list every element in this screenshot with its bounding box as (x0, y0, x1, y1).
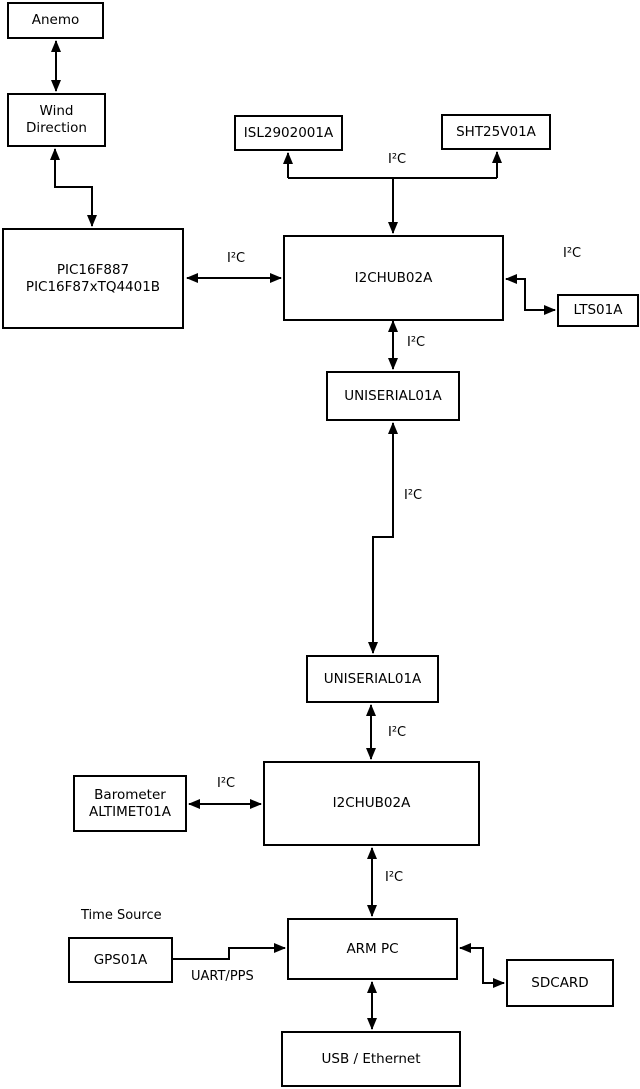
node-wind-direction-line2: Direction (26, 120, 87, 136)
label-i2c-pic-hub: I²C (227, 251, 246, 266)
edge-uniserial-top-uniserial-bottom (368, 422, 398, 654)
node-hub-top-label: I2CHUB02A (354, 269, 433, 286)
node-gps: GPS01A (68, 937, 173, 983)
node-pic-line2: PIC16F87xTQ4401B (25, 278, 161, 295)
label-i2c-barometer: I²C (217, 776, 236, 791)
node-sht-label: SHT25V01A (456, 123, 536, 140)
label-time-source: Time Source (81, 908, 162, 923)
node-barometer-line1: Barometer (94, 786, 166, 803)
label-i2c-uniserial-hub: I²C (388, 725, 407, 740)
node-wind-direction: Wind Direction (7, 93, 106, 147)
node-sdcard: SDCARD (506, 959, 614, 1007)
node-uniserial-bottom-label: UNISERIAL01A (323, 670, 422, 687)
label-i2c-lts: I²C (563, 246, 582, 261)
label-i2c-hub-uniserial: I²C (407, 335, 426, 350)
label-uart-pps: UART/PPS (191, 969, 254, 984)
node-hub-bottom-label: I2CHUB02A (332, 795, 411, 811)
edge-armpc-sdcard (459, 943, 505, 988)
node-anemo: Anemo (7, 2, 104, 39)
label-i2c-hub-armpc: I²C (385, 870, 404, 885)
node-uniserial-top: UNISERIAL01A (326, 371, 460, 421)
node-barometer: Barometer ALTIMET01A (73, 775, 187, 832)
node-arm-pc-label: ARM PC (346, 940, 399, 957)
node-anemo-label: Anemo (31, 12, 80, 28)
node-pic: PIC16F887 PIC16F87xTQ4401B (2, 228, 184, 329)
node-lts-label: LTS01A (573, 302, 623, 318)
label-i2c-uniserial-link: I²C (404, 488, 423, 503)
node-isl-label: ISL2902001A (243, 124, 334, 141)
node-hub-top: I2CHUB02A (283, 235, 504, 321)
node-uniserial-bottom: UNISERIAL01A (306, 655, 439, 703)
node-uniserial-top-label: UNISERIAL01A (344, 387, 442, 404)
node-sdcard-label: SDCARD (531, 974, 589, 991)
node-pic-line1: PIC16F887 (56, 261, 130, 278)
node-arm-pc: ARM PC (287, 918, 458, 980)
edge-wind-pic (50, 148, 97, 227)
node-hub-bottom: I2CHUB02A (263, 761, 480, 846)
edge-gps-armpc (173, 943, 286, 960)
node-sht: SHT25V01A (441, 114, 551, 150)
node-isl: ISL2902001A (234, 115, 343, 151)
node-usb-ethernet: USB / Ethernet (281, 1031, 461, 1087)
node-usb-ethernet-label: USB / Ethernet (321, 1050, 421, 1067)
edge-hub-top-lts (505, 274, 556, 315)
node-wind-direction-line1: Wind (39, 103, 74, 119)
node-lts: LTS01A (557, 294, 639, 327)
node-gps-label: GPS01A (93, 951, 148, 968)
node-barometer-line2: ALTIMET01A (89, 803, 171, 820)
label-i2c-sensor-bus: I²C (388, 152, 407, 167)
